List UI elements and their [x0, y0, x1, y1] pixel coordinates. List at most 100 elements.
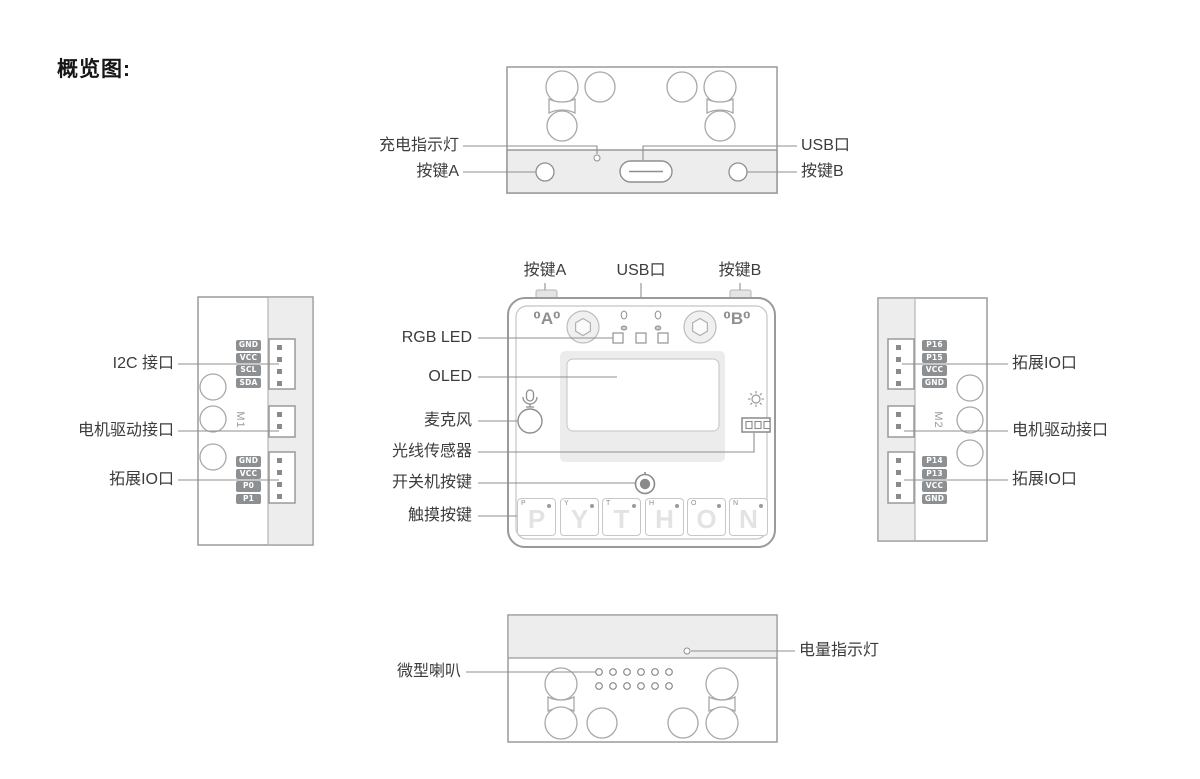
- label-speaker: 微型喇叭: [396, 663, 461, 680]
- pin-badge: GND: [922, 377, 947, 388]
- label-mic: 麦克风: [423, 412, 472, 429]
- label-oled: OLED: [428, 368, 472, 385]
- touch-pad-dot: [547, 504, 551, 508]
- wheel-circle: [703, 70, 737, 104]
- oled-screen: [566, 358, 720, 432]
- pin-badge: VCC: [922, 365, 947, 376]
- page-title: 概览图:: [57, 58, 131, 81]
- bottom-view-graphic: [507, 614, 778, 743]
- wheel-circle: [667, 707, 699, 739]
- label-io-right-bottom: 拓展IO口: [1012, 471, 1077, 488]
- touch-pad-dot: [632, 504, 636, 508]
- m2-connector: [887, 405, 915, 438]
- mount-hole: [199, 373, 227, 401]
- power-button-graphic: [634, 472, 656, 495]
- marking-b: ⁰B⁰: [723, 309, 751, 328]
- label-button-b-front: 按键B: [718, 262, 762, 279]
- touch-pad-letter: T: [606, 500, 611, 507]
- mount-hole: [956, 439, 984, 467]
- touch-pad-dot: [675, 504, 679, 508]
- touch-pad-letter: P: [521, 500, 526, 507]
- touch-pad-glyph: N: [739, 504, 758, 534]
- pin-badge: VCC: [236, 352, 261, 363]
- label-power-button: 开关机按键: [391, 474, 472, 491]
- touch-pad-dot: [590, 504, 594, 508]
- speaker-grille: [595, 668, 673, 690]
- label-light-sensor: 光线传感器: [391, 443, 472, 460]
- axle-clip: [706, 97, 734, 115]
- pin-badge: P15: [922, 352, 947, 363]
- wheel-circle: [586, 707, 618, 739]
- microphone-hole: [517, 408, 543, 434]
- sun-icon: [748, 391, 764, 407]
- touch-pad-n: N N: [729, 498, 768, 536]
- pin-badge: VCC: [922, 481, 947, 492]
- wheel-circle: [705, 706, 739, 740]
- right-view-graphic: [877, 297, 988, 542]
- pin-badge: GND: [236, 340, 261, 351]
- touch-pad-h: H H: [645, 498, 684, 536]
- label-rgb-led: RGB LED: [401, 329, 472, 346]
- label-motor-left: 电机驱动接口: [77, 422, 174, 439]
- wheel-circle: [666, 71, 698, 103]
- touch-pad-glyph: H: [655, 504, 674, 534]
- label-charge-led: 充电指示灯: [378, 137, 459, 154]
- pin-badge: GND: [922, 493, 947, 504]
- label-usb-top: USB口: [801, 137, 850, 154]
- pin-badge: SCL: [236, 365, 261, 376]
- pin-badge: SDA: [236, 377, 261, 388]
- mount-hole: [956, 406, 984, 434]
- pin-badge: P0: [236, 481, 261, 492]
- label-touch-keys: 触摸按键: [407, 507, 472, 524]
- label-battery-led: 电量指示灯: [799, 642, 880, 659]
- label-button-a-front: 按键A: [523, 262, 567, 279]
- callout-line-usb-top: [642, 145, 797, 160]
- tiny-hole: [620, 310, 662, 331]
- light-sensor-component: [741, 417, 771, 433]
- touch-pad-letter: Y: [564, 500, 569, 507]
- button-b-top: [728, 162, 748, 182]
- label-button-b-top: 按键B: [801, 163, 844, 180]
- pin-badge: P1: [236, 493, 261, 504]
- pin-badge: GND: [236, 456, 261, 467]
- callout-line-light-sensor: [478, 433, 755, 453]
- touch-pad-dot: [759, 504, 763, 508]
- touch-pad-glyph: O: [696, 504, 717, 534]
- touch-pad-letter: H: [649, 500, 655, 507]
- m1-connector: [268, 405, 296, 438]
- pin-badge: P13: [922, 468, 947, 479]
- marking-a: ⁰A⁰: [533, 309, 561, 328]
- connector-pin: [277, 345, 282, 499]
- button-a-top: [535, 162, 555, 182]
- label-i2c: I2C 接口: [112, 355, 174, 372]
- microphone-icon: [522, 389, 538, 408]
- wheel-circle: [545, 70, 579, 104]
- label-io-right-top: 拓展IO口: [1012, 355, 1077, 372]
- screw: [683, 310, 717, 344]
- pin-badge: P16: [922, 340, 947, 351]
- mount-hole: [199, 443, 227, 471]
- pin-badge: VCC: [236, 468, 261, 479]
- touch-pad-glyph: Y: [570, 504, 589, 534]
- m1-tag: M1: [234, 411, 246, 429]
- callout-line-charge-led: [463, 145, 598, 154]
- connector-pin: [896, 345, 901, 499]
- touch-pad-o: O O: [687, 498, 726, 536]
- battery-led-dot: [683, 647, 691, 655]
- touch-pad-dot: [717, 504, 721, 508]
- axle-clip: [548, 97, 576, 115]
- touch-pad-letter: N: [733, 500, 739, 507]
- rgb-led-squares: [612, 332, 669, 344]
- label-usb-front: USB口: [616, 262, 666, 279]
- touch-pad-y: Y Y: [560, 498, 599, 536]
- usb-port-shape: [619, 160, 673, 183]
- wheel-circle: [704, 110, 736, 142]
- label-motor-right: 电机驱动接口: [1012, 422, 1109, 439]
- screw: [566, 310, 600, 344]
- wheel-circle: [546, 110, 578, 142]
- wheel-circle: [705, 667, 739, 701]
- m2-tag: M2: [932, 411, 944, 429]
- mount-hole: [956, 374, 984, 402]
